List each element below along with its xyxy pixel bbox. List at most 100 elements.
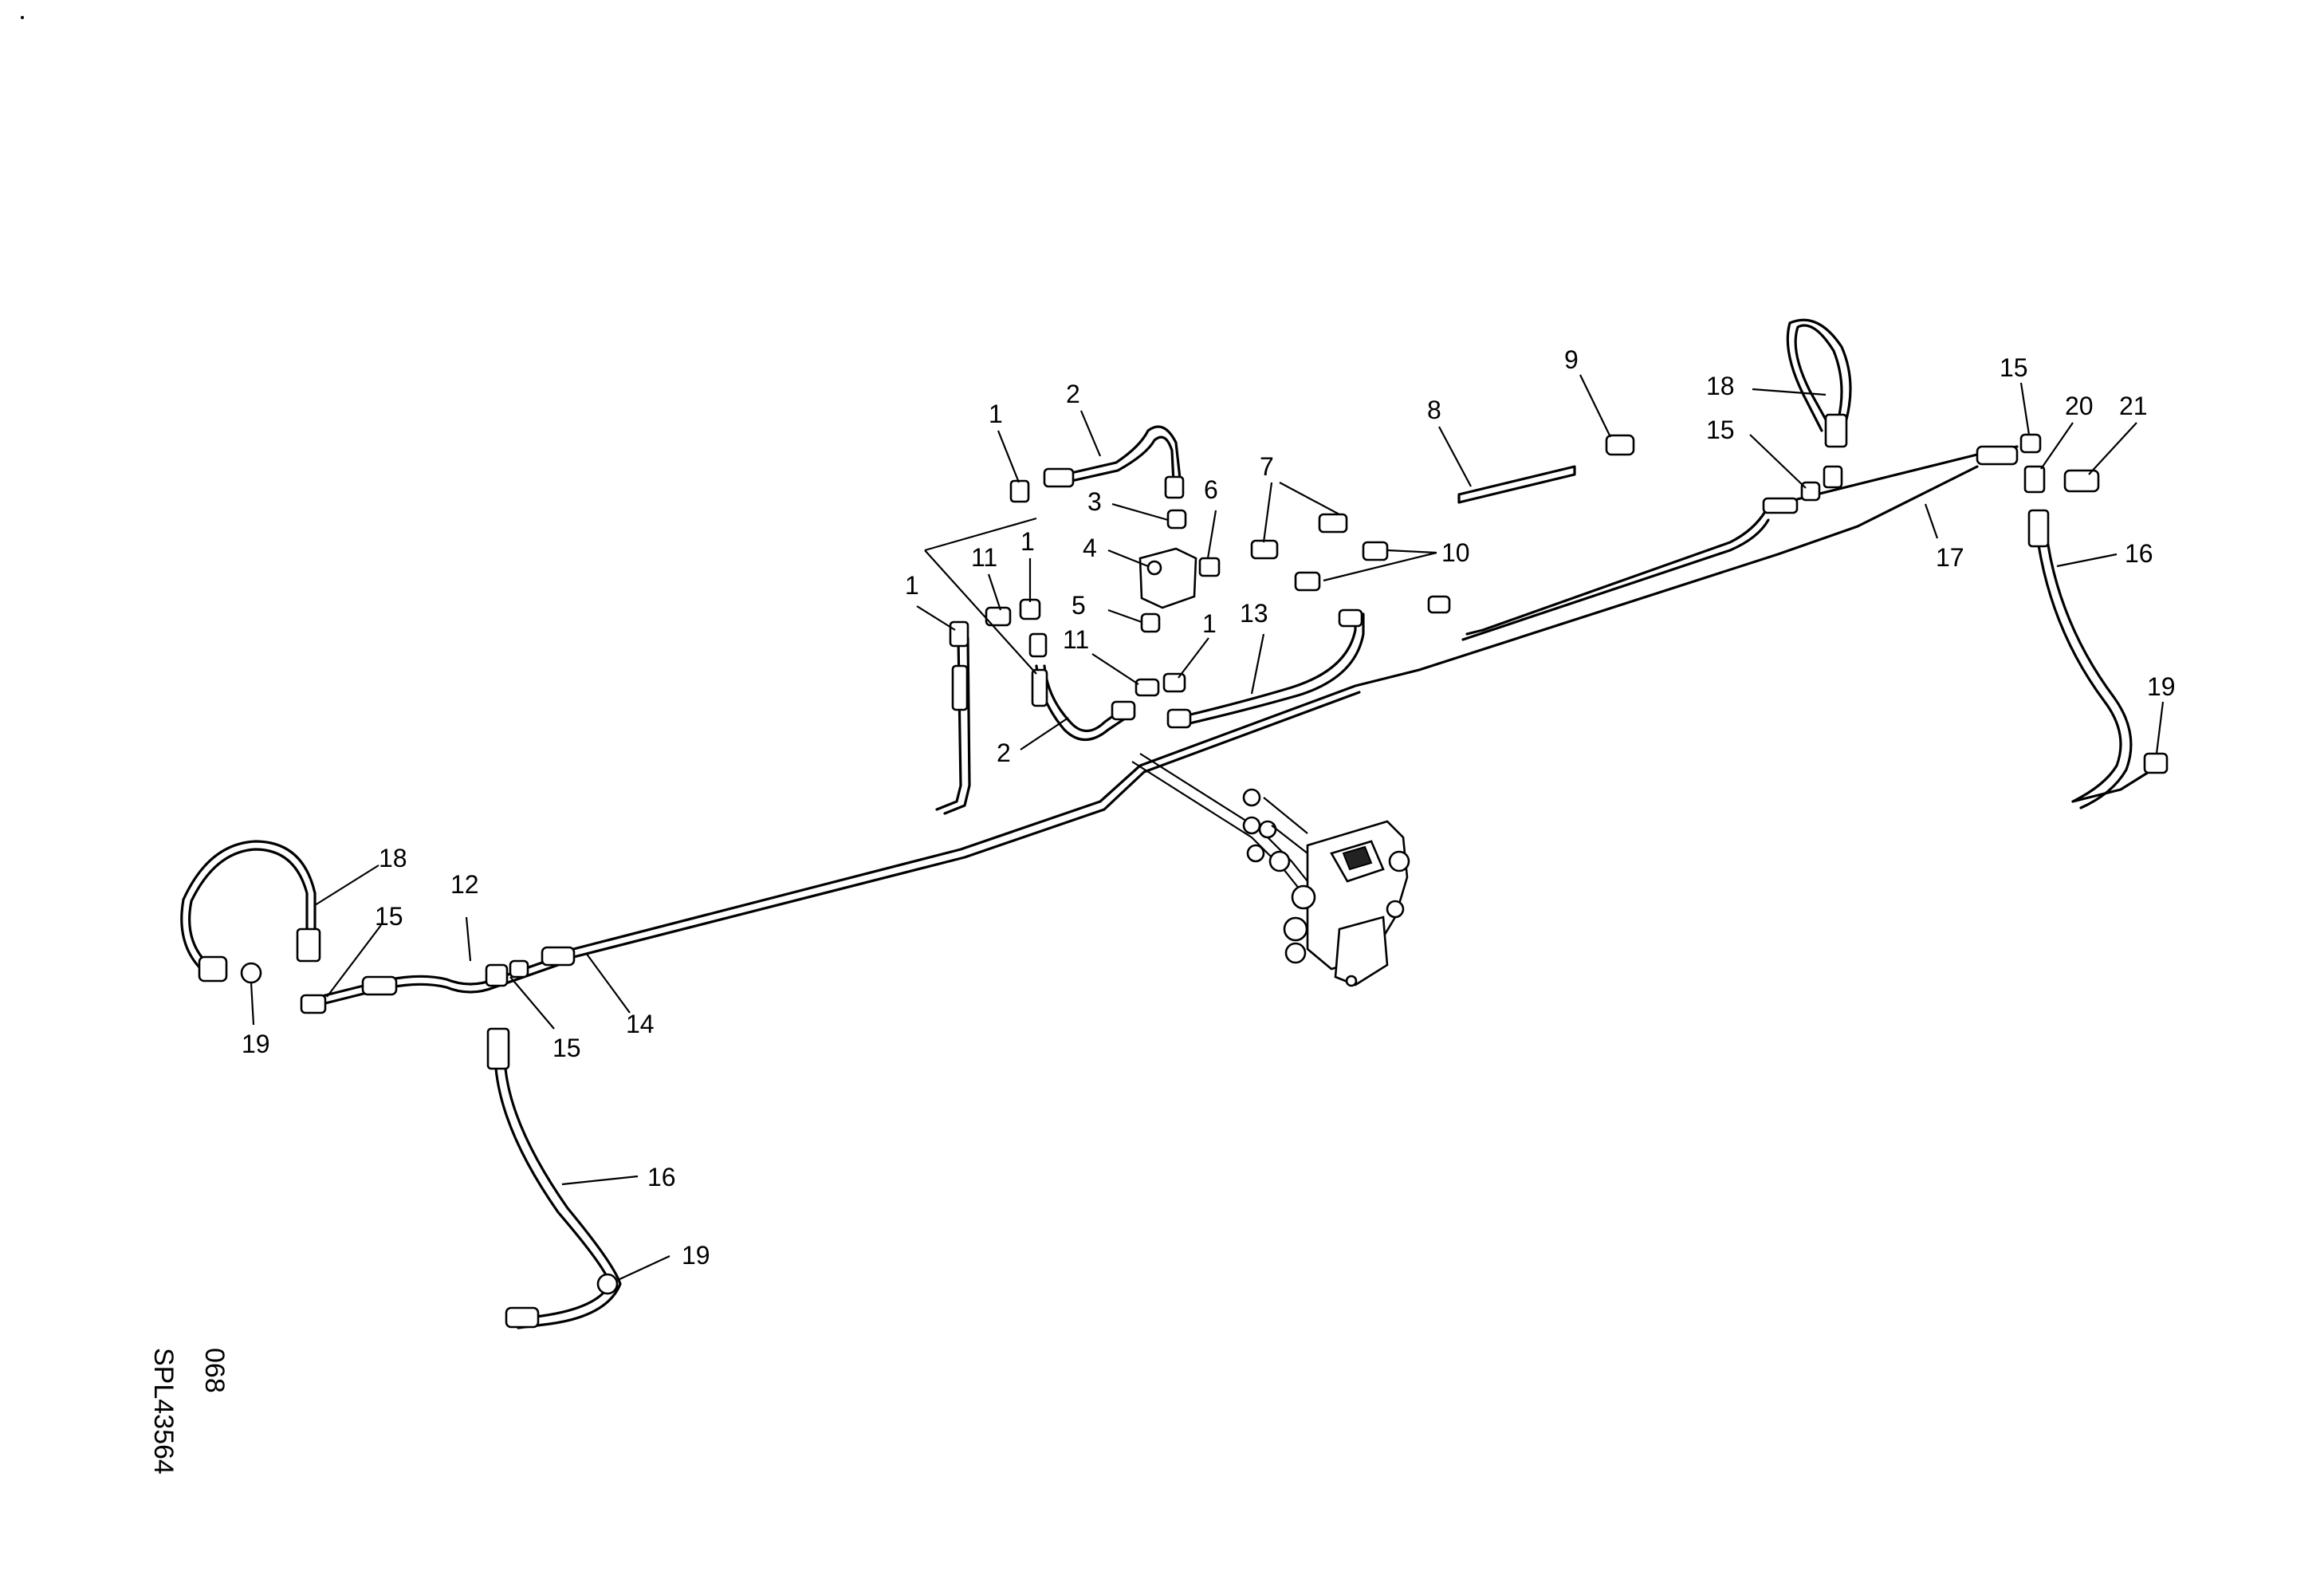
callout-16: 16 [2125,539,2153,568]
callout-15: 15 [2000,353,2028,382]
leader-7 [1262,482,1340,543]
hose-18-right [1794,324,1843,436]
leader-12 [465,916,472,962]
hose-13 [1182,612,1357,718]
fitting-12-end [361,975,398,996]
fitting-16-right-top [2027,509,2050,548]
callout-19: 19 [242,1030,270,1058]
pipe-network [180,318,2154,1329]
leader-lines [250,374,2165,1281]
callout-7: 7 [1260,452,1274,481]
hose-18-left-b [180,840,317,981]
connector-8 [1457,465,1576,504]
callout-18: 18 [379,844,407,872]
fitting-10b [1294,571,1321,592]
fitting-16-left-end [505,1306,540,1329]
callout-16: 16 [647,1163,676,1191]
fitting-6 [1198,557,1221,577]
leader-15c [326,924,382,998]
callout-1: 1 [989,400,1003,428]
leader-15b [2019,382,2031,435]
leader-2a [1079,410,1102,457]
callout-8: 8 [1427,396,1441,424]
leader-11b [1091,653,1139,685]
valve-block [1242,788,1410,987]
valve-mount-hole [1345,975,1358,987]
fitting-15-left [300,994,327,1014]
pipe-16-right-b [2041,513,2133,809]
callout-15: 15 [375,902,403,931]
fitting-14-start [541,946,576,967]
leader-19a [2155,701,2165,754]
fitting-16-left-top [486,1027,510,1070]
fitting-15-right [1800,481,1821,502]
callout-10: 10 [1441,538,1470,567]
leader-3 [1111,502,1169,522]
leader-1-bracket [924,517,1037,675]
leader-20 [2040,422,2074,470]
hose-2-lower-b [1043,664,1129,733]
hose-18-right-b [1786,318,1852,436]
callout-4: 4 [1083,534,1097,562]
fitting-18-right-top [1824,413,1848,448]
callout-19: 19 [682,1241,710,1270]
fitting-15-center-b [509,959,529,979]
leader-9 [1579,374,1611,438]
fitting-5 [1140,612,1161,633]
callout-12: 12 [450,870,479,899]
block-4 [1138,547,1197,609]
block-4-port [1146,560,1162,576]
leader-16a [2056,553,2118,568]
pipe-16-left-b [502,1031,622,1329]
callout-15: 15 [1706,415,1735,444]
hose-13-b [1185,612,1365,726]
valve-feed-pipe [1139,753,1324,902]
callout-18: 18 [1706,372,1735,400]
valve-port-c [1284,942,1307,964]
fitting-19-bottom [596,1273,619,1295]
fitting-elbow-1 [1009,479,1030,503]
callout-1: 1 [905,571,919,600]
main-pipe-parallel [556,691,1361,963]
fitting-3 [1166,509,1187,530]
fitting-19-right [2143,752,2169,774]
fitting-21 [2063,469,2100,493]
fitting-17-end [1976,445,2019,466]
leader-14 [585,952,631,1014]
valve-mount-plate [1334,916,1389,987]
fitting-18-left-end [198,955,228,983]
valve-stubs [1263,797,1308,854]
fitting-18-left-top [296,927,321,963]
callout-5: 5 [1072,591,1086,620]
hose-2-upper-b [1063,435,1175,484]
fitting-13-start [1166,708,1192,729]
leader-19b [250,982,255,1026]
callout-2: 2 [1066,380,1080,408]
callout-19: 19 [2147,672,2176,701]
callout-20: 20 [2065,392,2094,420]
main-pipe [556,465,1979,955]
fitting-15-center [485,963,509,987]
drawing-code-line2: SPL43564 [148,1348,179,1475]
fitting-9 [1605,434,1635,456]
fitting-1-elbow-left [949,620,969,648]
leader-18b [314,864,379,906]
valve-port-d [1386,900,1405,919]
leader-19c [617,1255,670,1281]
callout-17: 17 [1936,543,1964,572]
leader-17 [1924,503,1939,539]
leader-10 [1323,549,1437,582]
fitting-11b [1134,678,1160,697]
valve-side-port [1388,850,1410,872]
leader-1a [997,430,1020,483]
leader-21 [2088,422,2137,475]
pipe-16-left [493,1031,611,1321]
fitting-sleeve-left [951,664,969,711]
callout-14: 14 [626,1010,655,1038]
valve-fitting-5 [1268,850,1291,872]
leader-4 [1107,549,1149,568]
leader-2b [1020,717,1069,750]
callout-6: 6 [1204,475,1218,504]
leader-5 [1107,608,1142,624]
